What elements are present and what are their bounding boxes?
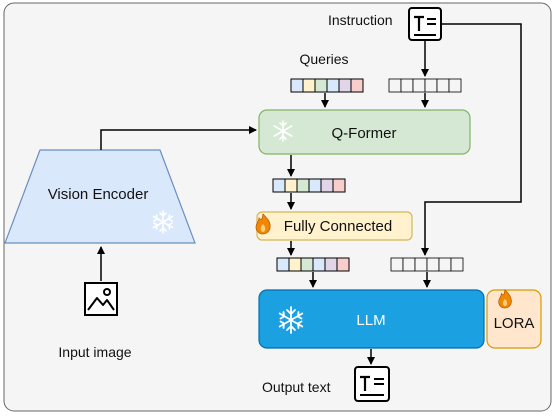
qformer-output-token-row: [272, 178, 346, 193]
llm-label: LLM: [356, 312, 385, 329]
instruction-token-row: [388, 78, 462, 93]
instruction-label: Instruction: [328, 12, 393, 28]
queries-label: Queries: [299, 51, 348, 67]
snowflake-icon: [273, 120, 293, 142]
qformer-label: Q-Former: [332, 125, 397, 142]
output-text-label: Output text: [262, 379, 331, 395]
fully-connected-label: Fully Connected: [284, 218, 392, 235]
vision-encoder-label: Vision Encoder: [48, 186, 149, 203]
input-image-label: Input image: [58, 344, 131, 360]
document-text-icon: [408, 7, 442, 41]
arrow-encoder-to-qformer: [100, 126, 257, 150]
query-token-row: [290, 78, 364, 93]
image-icon: [84, 282, 118, 316]
vision-encoder-block: [4, 149, 196, 244]
lora-label: LORA: [494, 315, 535, 332]
flame-icon: [498, 289, 512, 309]
fc-output-token-row: [276, 257, 350, 272]
llm-block: [258, 289, 485, 349]
arrow-instruction-to-llm: [421, 23, 522, 256]
document-text-icon: [354, 366, 390, 402]
snowflake-icon: [278, 306, 304, 334]
instruction-token-row-bottom: [390, 257, 464, 272]
qformer-block: [258, 109, 471, 155]
snowflake-icon: [152, 210, 174, 234]
flame-icon: [255, 213, 271, 235]
